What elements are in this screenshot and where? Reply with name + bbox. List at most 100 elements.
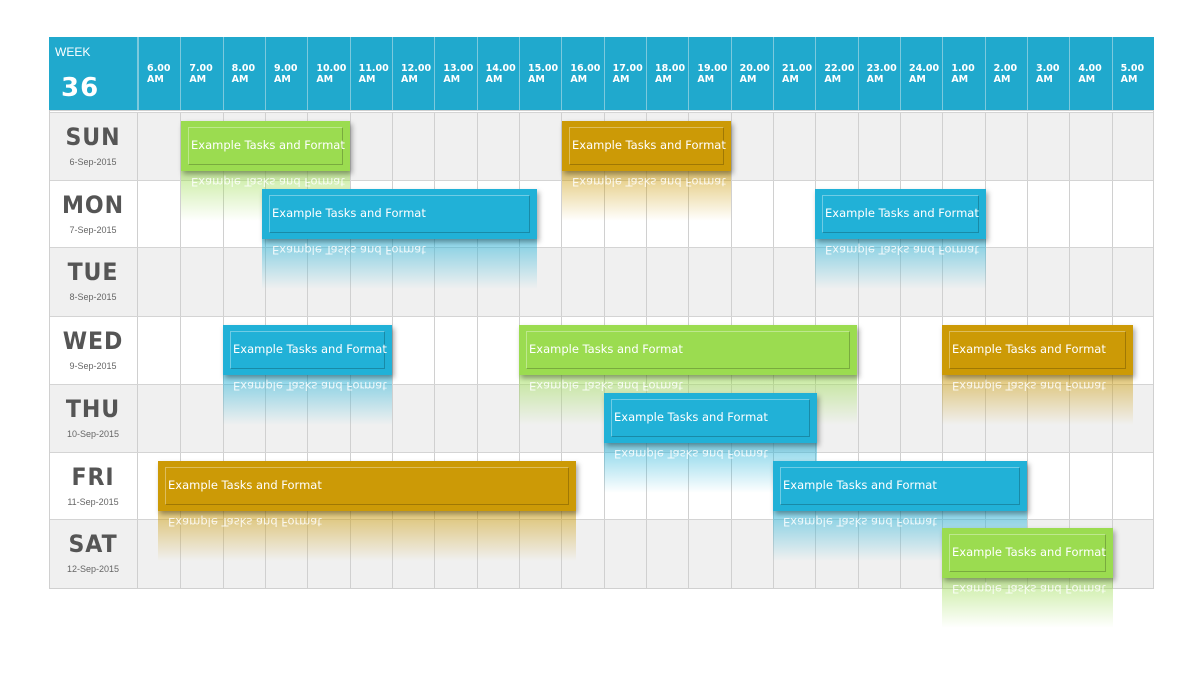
grid-line — [519, 113, 520, 180]
grid-line — [1027, 453, 1028, 519]
task-bar-gold[interactable]: Example Tasks and Format — [158, 461, 576, 511]
day-date: 8-Sep-2015 — [69, 292, 117, 302]
task-bar-green[interactable]: Example Tasks and Format — [519, 325, 857, 375]
task-reflection-label: Example Tasks and Format — [168, 515, 322, 529]
task-label: Example Tasks and Format — [952, 342, 1106, 356]
hour-time: 5.00 — [1120, 63, 1145, 74]
grid-line — [180, 113, 182, 180]
grid-line — [646, 248, 647, 316]
task-bar-bevel — [165, 467, 569, 505]
task-bar-bevel — [230, 331, 385, 369]
grid-line — [942, 113, 944, 180]
grid-line — [730, 248, 732, 316]
task-bar-blue[interactable]: Example Tasks and Format — [815, 189, 986, 239]
grid-line — [900, 385, 901, 452]
week-cell: WEEK 36 — [49, 37, 138, 110]
task-bar-bevel — [188, 127, 343, 165]
hour-time: 20.00 — [739, 63, 770, 74]
task-bar-bevel — [269, 195, 530, 233]
hour-time: 4.00 — [1078, 63, 1102, 74]
grid-line — [180, 317, 182, 384]
task-label: Example Tasks and Format — [783, 478, 937, 492]
grid-line — [476, 113, 478, 180]
grid-line — [1069, 248, 1071, 316]
grid-line — [646, 520, 647, 588]
hour-period: AM — [739, 74, 757, 85]
hour-period: AM — [1120, 74, 1138, 85]
day-date: 9-Sep-2015 — [69, 361, 117, 371]
task-bar-blue[interactable]: Example Tasks and Format — [223, 325, 392, 375]
hour-period: AM — [697, 74, 715, 85]
task-bar-bevel — [526, 331, 850, 369]
hour-period: AM — [782, 74, 799, 85]
hour-period: AM — [401, 74, 418, 85]
task-bar-bevel — [949, 331, 1126, 369]
hour-time: 22.00 — [824, 63, 855, 74]
day-name: THU — [65, 395, 121, 423]
task-label: Example Tasks and Format — [572, 138, 726, 152]
task-reflection-label: Example Tasks and Format — [272, 243, 426, 257]
task-label: Example Tasks and Format — [272, 206, 426, 220]
hour-time: 3.00 — [1036, 63, 1060, 74]
task-bar-gold[interactable]: Example Tasks and Format — [942, 325, 1133, 375]
day-label-cell: FRI 11-Sep-2015 — [49, 453, 138, 519]
task-label: Example Tasks and Format — [825, 206, 979, 220]
hour-time: 2.00 — [993, 63, 1018, 74]
grid-line — [222, 248, 224, 316]
task-bar-bevel — [611, 399, 810, 437]
task-reflection-label: Example Tasks and Format — [233, 379, 387, 393]
week-label: WEEK — [55, 45, 91, 59]
task-label: Example Tasks and Format — [191, 138, 345, 152]
hour-time: 9.00 — [274, 63, 298, 74]
hour-time: 19.00 — [697, 63, 728, 74]
hour-period: AM — [993, 74, 1011, 85]
day-name: FRI — [71, 463, 115, 491]
grid-line — [900, 317, 901, 384]
task-bar-green[interactable]: Example Tasks and Format — [181, 121, 350, 171]
task-bar-reflection: Example Tasks and Format — [262, 239, 537, 289]
task-reflection-label: Example Tasks and Format — [783, 515, 937, 529]
hour-period: AM — [231, 74, 249, 85]
task-label: Example Tasks and Format — [233, 342, 387, 356]
task-bar-bevel — [949, 534, 1106, 572]
task-reflection-label: Example Tasks and Format — [572, 175, 726, 189]
grid-line — [688, 520, 690, 588]
hour-time: 15.00 — [528, 63, 559, 74]
task-reflection-label: Example Tasks and Format — [614, 447, 768, 461]
grid-line — [773, 181, 774, 247]
task-bar-blue[interactable]: Example Tasks and Format — [262, 189, 537, 239]
task-bar-gold[interactable]: Example Tasks and Format — [562, 121, 731, 171]
task-reflection-label: Example Tasks and Format — [952, 582, 1106, 596]
day-date: 12-Sep-2015 — [66, 564, 120, 574]
grid-line — [180, 181, 182, 247]
hour-period: AM — [274, 74, 291, 85]
task-bar-green[interactable]: Example Tasks and Format — [942, 528, 1113, 578]
hour-period: AM — [189, 74, 207, 85]
task-bar-bevel — [569, 127, 724, 165]
day-date: 7-Sep-2015 — [69, 225, 117, 235]
grid-line — [730, 520, 732, 588]
task-bar-blue[interactable]: Example Tasks and Format — [604, 393, 817, 443]
grid-line — [857, 113, 859, 180]
task-reflection-label: Example Tasks and Format — [529, 379, 683, 393]
hour-time: 6.00 — [147, 63, 171, 74]
grid-line — [434, 317, 436, 384]
task-bar-blue[interactable]: Example Tasks and Format — [773, 461, 1027, 511]
grid-line — [392, 317, 393, 384]
day-date: 11-Sep-2015 — [67, 497, 119, 507]
hour-period: AM — [358, 74, 376, 85]
grid-line — [603, 520, 605, 588]
grid-line — [476, 317, 478, 384]
